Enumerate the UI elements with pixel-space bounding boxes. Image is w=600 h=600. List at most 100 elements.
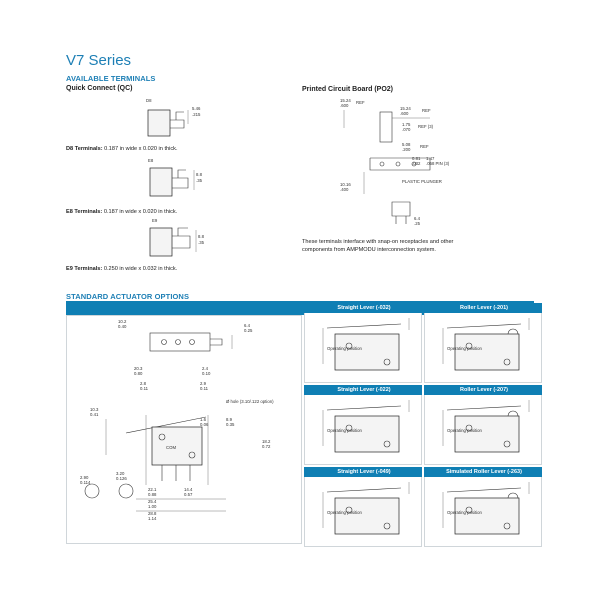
- svg-text:8.8: 8.8: [198, 234, 205, 239]
- svg-text:COM: COM: [166, 445, 176, 450]
- actuator-drawing: Operating position: [322, 400, 410, 453]
- svg-text:28.8: 28.8: [148, 511, 157, 516]
- svg-text:10.2: 10.2: [118, 319, 127, 324]
- svg-text:.070: .070: [402, 127, 411, 132]
- svg-text:0.35: 0.35: [226, 422, 235, 427]
- svg-text:0.06: 0.06: [200, 422, 209, 427]
- actuator-drawing: Operating position: [322, 482, 410, 535]
- e8-terminal-drawing: E8 8.8 .35: [148, 158, 203, 197]
- svg-text:2.4: 2.4: [202, 366, 209, 371]
- svg-text:0.25: 0.25: [244, 328, 253, 333]
- actuator-panel: Roller Lever (-201) Operating position: [424, 303, 542, 383]
- actuator-panel-header: [424, 467, 542, 477]
- svg-text:.35: .35: [198, 240, 205, 245]
- svg-text:8.8: 8.8: [196, 172, 203, 177]
- actuator-panel-header: [304, 385, 422, 395]
- actuator-options-heading: STANDARD ACTUATOR OPTIONS: [66, 292, 190, 301]
- svg-text:0.11: 0.11: [200, 386, 209, 391]
- svg-text:22.1: 22.1: [148, 487, 157, 492]
- svg-text:.25: .25: [414, 221, 421, 226]
- actuator-drawing: Operating position: [442, 482, 530, 535]
- svg-text:PLASTIC PLUNGER: PLASTIC PLUNGER: [402, 179, 442, 184]
- pcb-terminal-drawing: 15.24 .600 REF 15.24 .600 REF 1.75 .070 …: [340, 98, 450, 226]
- operating-position-label: Operating position: [327, 346, 362, 351]
- svg-text:15.24: 15.24: [400, 106, 411, 111]
- actuator-drawing: Operating position: [442, 318, 530, 371]
- e9-label: E9: [152, 218, 158, 223]
- svg-text:.600: .600: [340, 103, 349, 108]
- actuator-panel-title: Roller Lever (-207): [460, 387, 508, 393]
- pcb-note: These terminals interface with snap-on r…: [302, 239, 454, 253]
- actuator-panel-header: [424, 385, 542, 395]
- page-title: V7 Series: [66, 52, 132, 69]
- pcb-heading: Printed Circuit Board (PO2): [302, 86, 394, 93]
- actuator-panel-header: [304, 467, 422, 477]
- quick-connect-heading: Quick Connect (QC): [66, 85, 133, 92]
- svg-text:0.72: 0.72: [262, 444, 271, 449]
- svg-text:.35: .35: [196, 178, 203, 183]
- actuator-panel: Straight Lever (-032)Operating position: [304, 303, 422, 383]
- svg-text:2.8: 2.8: [140, 381, 147, 386]
- main-switch-drawing: 10.2 0.40 6.4 0.25 20.3 0.80 2.4 0.10 2.…: [80, 319, 274, 521]
- actuator-panel-title: Roller Lever (-201): [460, 305, 508, 311]
- svg-text:8.9: 8.9: [226, 417, 233, 422]
- svg-text:REF: REF: [422, 108, 431, 113]
- operating-position-label: Operating position: [327, 428, 362, 433]
- d8-caption: D8 Terminals: 0.187 in wide x 0.020 in t…: [66, 146, 178, 152]
- available-terminals-heading: AVAILABLE TERMINALS: [66, 74, 156, 83]
- svg-text:6.4: 6.4: [244, 323, 251, 328]
- svg-text:20.3: 20.3: [134, 366, 143, 371]
- svg-text:2.9: 2.9: [200, 381, 207, 386]
- operating-position-label: Operating position: [447, 428, 482, 433]
- svg-text:5.08: 5.08: [402, 142, 411, 147]
- svg-text:0.81: 0.81: [412, 156, 421, 161]
- svg-text:3.20: 3.20: [116, 471, 125, 476]
- svg-text:1.47: 1.47: [426, 156, 435, 161]
- svg-text:10.3: 10.3: [90, 407, 99, 412]
- actuator-panel-header: [424, 303, 542, 313]
- svg-text:REF: REF: [356, 100, 365, 105]
- svg-text:1.6: 1.6: [200, 417, 207, 422]
- e8-label: E8: [148, 158, 154, 163]
- operating-position-label: Operating position: [447, 510, 482, 515]
- d8-label: D8: [146, 98, 152, 103]
- svg-text:.600: .600: [400, 111, 409, 116]
- svg-text:18.2: 18.2: [262, 439, 271, 444]
- svg-text:.058 PIN (3): .058 PIN (3): [426, 161, 450, 166]
- svg-text:0.80: 0.80: [134, 371, 143, 376]
- svg-text:0.11: 0.11: [140, 386, 149, 391]
- svg-text:.200: .200: [402, 147, 411, 152]
- svg-text:.400: .400: [340, 187, 349, 192]
- operating-position-label: Operating position: [327, 510, 362, 515]
- svg-text:10.16: 10.16: [340, 182, 351, 187]
- actuator-panel-title: Straight Lever (-022): [337, 387, 391, 393]
- svg-text:1.00: 1.00: [148, 504, 157, 509]
- svg-text:0.57: 0.57: [184, 492, 193, 497]
- svg-text:1.14: 1.14: [148, 516, 157, 521]
- operating-position-label: Operating position: [447, 346, 482, 351]
- svg-text:0.88: 0.88: [148, 492, 157, 497]
- svg-text:5.46: 5.46: [192, 106, 201, 111]
- svg-text:.032: .032: [412, 161, 421, 166]
- svg-text:2.90: 2.90: [80, 475, 89, 480]
- e8-caption: E8 Terminals: 0.187 in wide x 0.020 in t…: [66, 209, 178, 215]
- actuator-panel-title: Straight Lever (-049): [337, 469, 391, 475]
- actuator-drawing: Operating position: [442, 400, 530, 453]
- svg-text:0.114: 0.114: [80, 480, 91, 485]
- svg-text:0.126: 0.126: [116, 476, 127, 481]
- svg-text:6.4: 6.4: [414, 216, 421, 221]
- svg-text:0.40: 0.40: [118, 324, 127, 329]
- actuator-panel-title: Simulated Roller Lever (-263): [446, 469, 522, 475]
- svg-text:0.10: 0.10: [202, 371, 211, 376]
- svg-text:14.4: 14.4: [184, 487, 193, 492]
- actuator-panel: Roller Lever (-207) Operating position: [424, 385, 542, 465]
- actuator-drawing: Operating position: [322, 318, 410, 371]
- svg-text:Ø hole (3.10/.122 option): Ø hole (3.10/.122 option): [226, 399, 274, 404]
- svg-text:.215: .215: [192, 112, 201, 117]
- d8-terminal-drawing: D8 5.46 .215: [146, 98, 201, 137]
- actuator-panel: Simulated Roller Lever (-263) Operating p…: [424, 467, 542, 547]
- svg-text:REF (3): REF (3): [418, 124, 434, 129]
- actuator-panel: Straight Lever (-022) Operating position: [304, 385, 422, 465]
- e9-caption: E9 Terminals: 0.250 in wide x 0.032 in t…: [66, 266, 178, 272]
- svg-text:25.4: 25.4: [148, 499, 157, 504]
